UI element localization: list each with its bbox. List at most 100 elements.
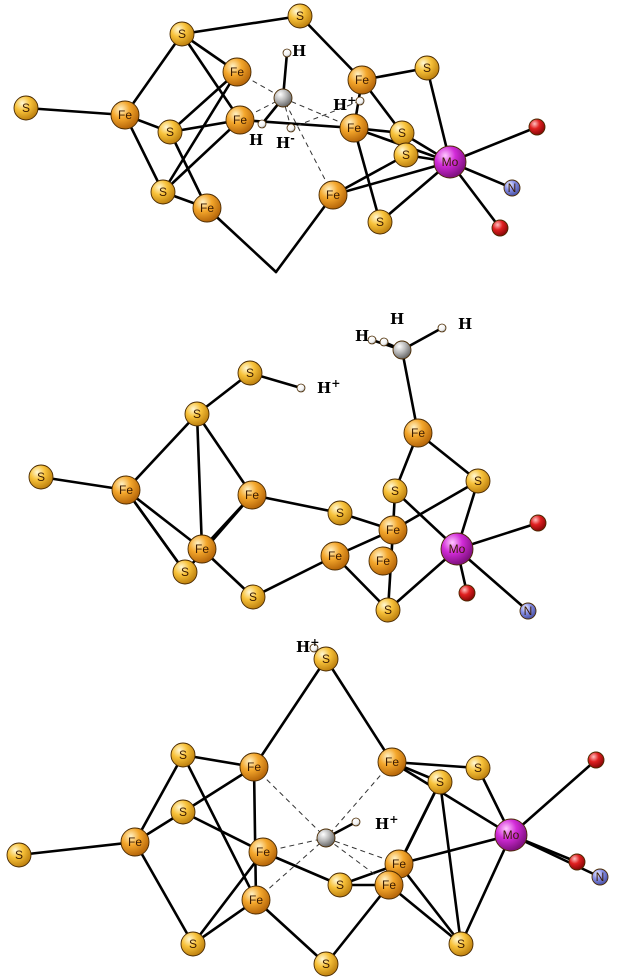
bottom-atom-s4: S xyxy=(6,842,32,868)
top-bond-S3-Fe2 xyxy=(24,106,127,117)
top-atom-fe5-sphere xyxy=(339,113,369,143)
middle-atom-fe4: Fe xyxy=(378,515,408,545)
bottom-atom-s10-sphere xyxy=(448,931,474,957)
top-atom-s8: S xyxy=(150,179,176,205)
middle-atom-s8-label: S xyxy=(249,590,257,604)
top-atom-s2-label: S xyxy=(178,27,186,41)
bottom-atom-s8-label: S xyxy=(189,937,197,951)
top-atom-s9-sphere xyxy=(367,209,393,235)
top-h-label-3: H xyxy=(249,131,263,149)
top-dashed-bond-Fe7-C xyxy=(282,97,334,196)
bottom-atom-s1-sphere xyxy=(313,646,339,672)
top-atom-s1: S xyxy=(287,3,313,29)
bottom-atom-s8: S xyxy=(180,931,206,957)
top-atom-o1 xyxy=(528,118,546,136)
top-atom-fe5: Fe xyxy=(339,113,369,143)
middle-atom-h3-sphere xyxy=(437,323,447,333)
middle-atom-fe2: Fe xyxy=(237,480,267,510)
bottom-atom-s6-sphere xyxy=(427,769,453,795)
bottom-atom-s3-label: S xyxy=(179,805,187,819)
middle-atom-fe2-label: Fe xyxy=(245,488,259,502)
top-atom-s9-label: S xyxy=(376,215,384,229)
middle-atom-s8: S xyxy=(240,584,266,610)
bottom-bond-S10-Mo xyxy=(459,833,513,946)
top-atom-fe2-label: Fe xyxy=(118,108,132,122)
middle-atom-fe1-label: Fe xyxy=(119,483,133,497)
top-bond-Fe7-S10x xyxy=(274,193,335,274)
top-atom-fe6-label: Fe xyxy=(200,201,214,215)
bottom-atom-s6: S xyxy=(427,769,453,795)
top-bond-Fe3-S8 xyxy=(161,118,242,194)
bottom-atom-s3: S xyxy=(170,799,196,825)
middle-atom-fe5-label: Fe xyxy=(195,542,209,556)
top-atom-fe7: Fe xyxy=(318,180,348,210)
middle-atom-s1: S xyxy=(237,360,263,386)
middle-bond-S5-Fe4 xyxy=(391,479,480,532)
middle-atom-s9-label: S xyxy=(384,603,392,617)
middle-atom-s3: S xyxy=(28,464,54,490)
top-atom-mo-sphere xyxy=(433,145,467,179)
bottom-atom-s2-sphere xyxy=(170,742,196,768)
bottom-atom-o1-sphere xyxy=(587,751,605,769)
middle-atom-s5-label: S xyxy=(474,474,482,488)
bottom-atom-s1: S xyxy=(313,646,339,672)
bottom-atom-fe7: Fe xyxy=(241,885,271,915)
top-atom-s8-label: S xyxy=(159,185,167,199)
middle-atom-s4: S xyxy=(327,500,353,526)
top-atom-fe4-label: Fe xyxy=(355,73,369,87)
top-atom-h2-sphere xyxy=(257,119,267,129)
middle-atom-s9: S xyxy=(375,597,401,623)
middle-atom-fe5: Fe xyxy=(187,534,217,564)
top-atom-n-label: N xyxy=(508,181,517,195)
bottom-atom-s7-label: S xyxy=(336,878,344,892)
bottom-atom-n-label: N xyxy=(596,870,605,884)
top-atom-s5-sphere xyxy=(414,55,440,81)
bottom-h-label-2: H+ xyxy=(375,813,398,834)
bottom-hydrogen-labels: H+H+ xyxy=(296,636,398,834)
bottom-atom-s4-sphere xyxy=(6,842,32,868)
bottom-bond-S4-Fe2 xyxy=(17,840,137,857)
top-atom-fe5-label: Fe xyxy=(347,121,361,135)
middle-atom-fe3: Fe xyxy=(403,418,433,448)
bottom-atom-fe2: Fe xyxy=(120,827,150,857)
bottom-atom-h2 xyxy=(351,817,361,827)
bottom-h-charge-1: + xyxy=(310,636,319,649)
middle-atom-h1-sphere xyxy=(367,335,377,345)
bottom-atom-fe5-label: Fe xyxy=(392,857,406,871)
top-atom-fe7-label: Fe xyxy=(326,188,340,202)
bottom-atom-fe7-sphere xyxy=(241,885,271,915)
top-atom-s3-label: S xyxy=(22,101,30,115)
top-atom-s2-sphere xyxy=(169,21,195,47)
middle-atom-s1-sphere xyxy=(237,360,263,386)
middle-h-label-4: H+ xyxy=(317,377,340,398)
bottom-atom-s9-sphere xyxy=(313,951,339,977)
bottom-atom-n: N xyxy=(591,868,609,886)
top-atom-fe1-sphere xyxy=(222,57,252,87)
bottom-atom-fe3-sphere xyxy=(377,747,407,777)
bottom-bond-S3-Fe4 xyxy=(181,810,265,854)
bottom-atom-fe7-label: Fe xyxy=(249,893,263,907)
top-atom-o2-sphere xyxy=(491,219,509,237)
top-atom-fe6: Fe xyxy=(192,193,222,223)
bottom-atom-c xyxy=(316,828,336,848)
middle-atom-o1 xyxy=(529,514,547,532)
top-atom-h1 xyxy=(282,48,292,58)
top-atom-fe3: Fe xyxy=(225,105,255,135)
bottom-atom-s7-sphere xyxy=(327,872,353,898)
top-bond-S1-S2 xyxy=(180,14,302,36)
top-bond-Fe1-S8 xyxy=(161,70,239,194)
middle-atom-s5: S xyxy=(465,468,491,494)
bottom-atom-s8-sphere xyxy=(180,931,206,957)
top-dashed-bond-H3-H4 xyxy=(290,100,361,129)
top-h-label-1: H xyxy=(292,42,306,60)
bottom-atom-s6-label: S xyxy=(436,775,444,789)
bottom-atom-fe6: Fe xyxy=(374,870,404,900)
bottom-atom-fe4-label: Fe xyxy=(256,845,270,859)
middle-atom-fe7-label: Fe xyxy=(376,554,390,568)
middle-atom-fe6: Fe xyxy=(320,541,350,571)
top-atom-s7-sphere xyxy=(393,142,419,168)
top-atom-s7-label: S xyxy=(402,148,410,162)
